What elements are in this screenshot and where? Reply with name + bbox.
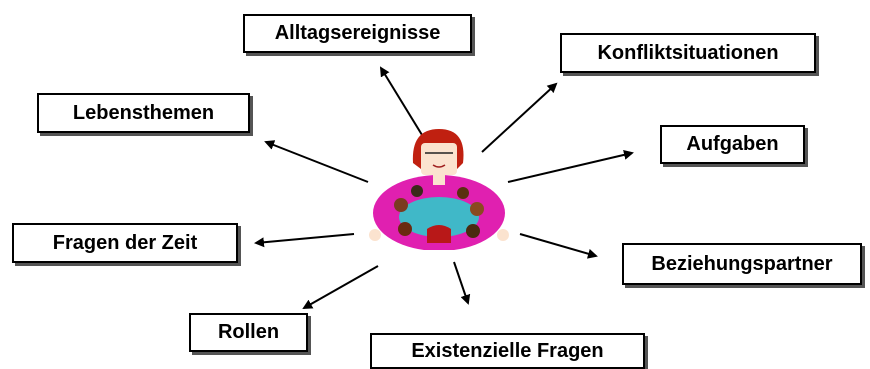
person-head xyxy=(398,222,412,236)
arrow-existenzielle-fragen xyxy=(454,262,468,303)
arrow-rollen xyxy=(304,266,378,308)
label-aufgaben: Aufgaben xyxy=(660,125,805,164)
label-konfliktsituationen: Konfliktsituationen xyxy=(560,33,816,73)
figure-neck xyxy=(433,175,445,185)
figure-hand xyxy=(369,229,381,241)
chair xyxy=(427,225,451,243)
figure-hand xyxy=(497,229,509,241)
label-beziehungspartner: Beziehungspartner xyxy=(622,243,862,285)
label-existenzielle-fragen: Existenzielle Fragen xyxy=(370,333,645,369)
arrow-aufgaben xyxy=(508,153,632,182)
person-head xyxy=(457,187,469,199)
person-head xyxy=(411,185,423,197)
label-lebensthemen: Lebensthemen xyxy=(37,93,250,133)
figure-face xyxy=(421,143,457,175)
person-head xyxy=(394,198,408,212)
label-rollen: Rollen xyxy=(189,313,308,352)
arrow-lebensthemen xyxy=(266,142,368,182)
arrow-beziehungspartner xyxy=(520,234,596,256)
person-head xyxy=(466,224,480,238)
arrow-fragen-der-zeit xyxy=(256,234,354,243)
person-head xyxy=(470,202,484,216)
teacher-with-group-illustration xyxy=(365,125,513,250)
label-fragen-der-zeit: Fragen der Zeit xyxy=(12,223,238,263)
label-alltagsereignisse: Alltagsereignisse xyxy=(243,14,472,53)
